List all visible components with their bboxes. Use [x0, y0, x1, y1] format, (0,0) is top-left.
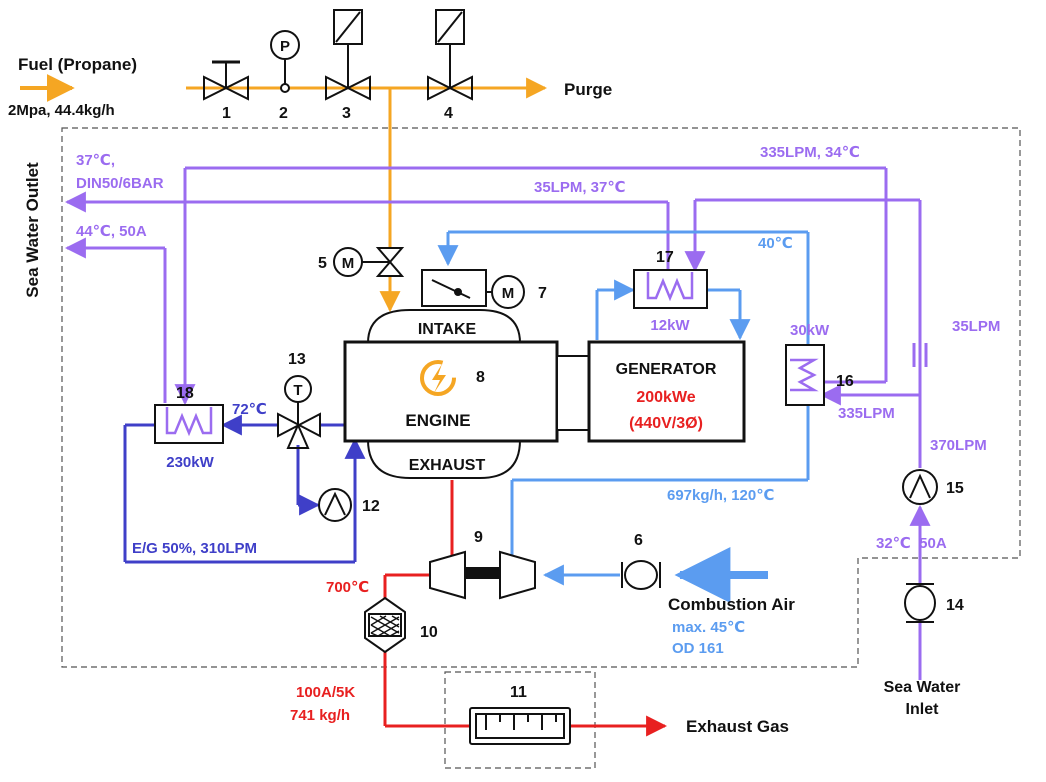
component-8-number: 8: [476, 369, 485, 386]
component-11-number: 11: [510, 684, 527, 701]
heat-exchanger-17: [633, 269, 708, 309]
muffler-boundary: [444, 671, 596, 769]
coolant-flow: E/G 50%, 310LPM: [132, 540, 257, 557]
sea-water-outlet-label: Sea Water Outlet: [23, 162, 42, 298]
air-od: OD 161: [672, 640, 724, 657]
outlet-spec-1: DIN50/6BAR: [76, 175, 164, 192]
fuel-valve-1: [203, 60, 249, 101]
component-6-number: 6: [634, 532, 643, 549]
engine-intake-label: INTAKE: [418, 321, 477, 338]
exhaust-temp: 700℃: [326, 579, 369, 596]
coolant-temp: 72℃: [232, 401, 267, 418]
flow-17-label: 35LPM, 37℃: [534, 179, 626, 196]
combustion-air-label: Combustion Air: [668, 595, 795, 614]
component-1-number: 1: [222, 105, 231, 122]
generator-power: 200kWe: [636, 389, 695, 406]
motor-valve-5: [333, 247, 405, 277]
flow-orifice: [912, 343, 928, 367]
generator-voltage: (440V/3Ø): [629, 415, 703, 432]
sea-water-inlet-label-1: Sea Water: [884, 679, 961, 696]
exhaust-lines: [383, 480, 668, 737]
silencer-11: [469, 707, 571, 745]
component-16-number: 16: [836, 373, 854, 390]
air-temp-40: 40℃: [758, 235, 793, 252]
branch-335-label: 335LPM: [838, 405, 895, 422]
outlet-2: 44℃, 50A: [76, 223, 147, 240]
heat-exchanger-16: [785, 344, 825, 406]
flow-16-label: 335LPM, 34℃: [760, 144, 860, 161]
engine-label: ENGINE: [405, 411, 470, 430]
component-4-number: 4: [444, 105, 453, 122]
exhaust-spec-1: 100A/5K: [296, 684, 355, 701]
throttle-7: [421, 269, 525, 309]
system-boundary: [61, 127, 1021, 668]
component-7-number: 7: [538, 285, 547, 302]
motor-symbol-7: M: [502, 285, 515, 302]
pressure-gauge-2: [270, 30, 300, 93]
thermostat-valve-13: [277, 375, 321, 449]
purge-label: Purge: [564, 80, 612, 99]
hx17-capacity: 12kW: [650, 317, 690, 334]
solenoid-valve-4: [427, 9, 473, 101]
pressure-gauge-symbol: P: [280, 38, 290, 55]
sea-water-inlet-label-2: Inlet: [906, 701, 940, 718]
air-lines: [437, 230, 810, 603]
pump-flow-label: 370LPM: [930, 437, 987, 454]
engine-exhaust-label: EXHAUST: [409, 457, 486, 474]
engine: [343, 309, 590, 479]
fuel-label: Fuel (Propane): [18, 55, 137, 74]
component-14-number: 14: [946, 597, 964, 614]
inlet-spec-label: 32℃ 50A: [876, 535, 947, 552]
generator-box: [587, 340, 746, 443]
solenoid-valve-3: [325, 9, 371, 101]
component-3-number: 3: [342, 105, 351, 122]
sea-water-pump-15: [902, 469, 938, 505]
branch-35-label: 35LPM: [952, 318, 1000, 335]
exhaust-gas-label: Exhaust Gas: [686, 717, 789, 736]
catalyst-10: [364, 596, 406, 654]
sea-water-lines: [64, 166, 931, 680]
component-10-number: 10: [420, 624, 438, 641]
strainer-14: [904, 583, 936, 623]
component-2-number: 2: [279, 105, 288, 122]
component-9-number: 9: [474, 529, 483, 546]
air-max-temp: max. 45℃: [672, 619, 745, 636]
outlet-temp-1: 37℃,: [76, 152, 115, 169]
heat-exchanger-18: [154, 404, 224, 444]
component-13-number: 13: [288, 351, 306, 368]
coolant-lines: [123, 414, 366, 564]
component-12-number: 12: [362, 498, 380, 515]
component-15-number: 15: [946, 480, 964, 497]
charge-air-label: 697kg/h, 120℃: [667, 487, 774, 504]
component-17-number: 17: [656, 249, 674, 266]
exhaust-spec-2: 741 kg/h: [290, 707, 350, 724]
component-18-number: 18: [176, 385, 194, 402]
engine-power-icon: [420, 360, 456, 396]
hx18-capacity: 230kW: [166, 454, 214, 471]
turbocharger-9: [429, 550, 536, 600]
coolant-pump-12: [318, 488, 352, 522]
motor-symbol-5: M: [342, 255, 355, 272]
fuel-spec: 2Mpa, 44.4kg/h: [8, 102, 115, 119]
component-5-number: 5: [318, 255, 327, 272]
air-filter-6: [621, 560, 661, 590]
thermostat-symbol: T: [293, 382, 302, 399]
generator-label: GENERATOR: [616, 361, 717, 378]
hx16-capacity: 30kW: [790, 322, 830, 339]
